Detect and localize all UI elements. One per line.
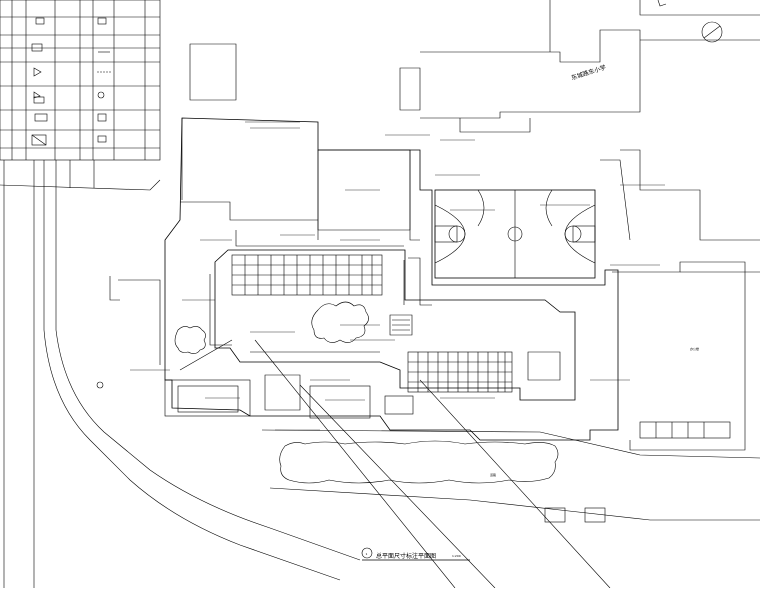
drawing-title-block: [361, 547, 470, 561]
seating-grid-north: [231, 254, 383, 296]
west-road: [0, 160, 361, 588]
main-building: [209, 149, 576, 401]
garden-areas: [174, 301, 559, 484]
south-west-buildings: [96, 276, 414, 419]
dimension-leaders: [130, 121, 665, 431]
basketball-courts: [434, 189, 596, 279]
drawing-title: 总平面尺寸标注平面图: [376, 552, 436, 560]
north-street-label: 东城路东小学: [570, 63, 607, 82]
east-building-label: 办公楼: [690, 346, 699, 351]
south-road-label: 道路: [490, 472, 496, 477]
detail-number: 1: [366, 552, 368, 556]
detail-number-circle: [361, 547, 373, 559]
site-outline: [164, 117, 619, 441]
legend-table: [0, 0, 161, 161]
seating-grid-south: [407, 351, 513, 393]
north-buildings: [189, 0, 760, 133]
east-buildings: [600, 149, 760, 451]
south-road: [179, 339, 760, 589]
drawing-scale: 1:200: [452, 554, 461, 558]
